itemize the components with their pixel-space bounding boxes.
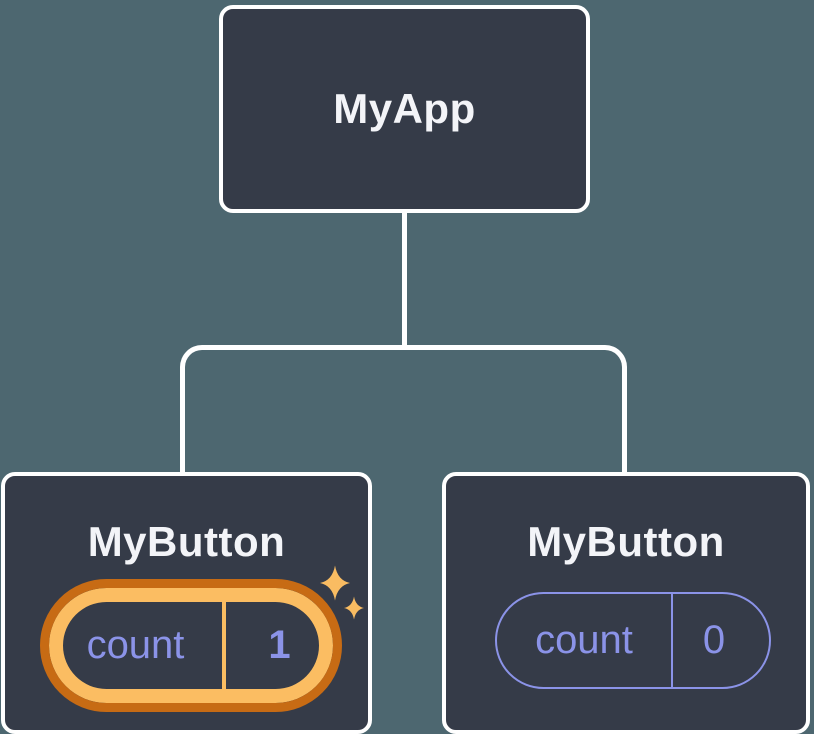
child-node-plain: MyButton count 0: [442, 472, 810, 734]
root-node: MyApp: [219, 5, 590, 213]
pill-divider: [222, 602, 226, 689]
state-value-label: 1: [268, 623, 291, 667]
state-name-cell: count: [49, 602, 222, 689]
child-node-label: MyButton: [87, 518, 286, 565]
connector-bracket: [180, 345, 627, 472]
state-pill-plain: count 0: [495, 592, 771, 689]
child-node-label: MyButton: [527, 518, 725, 565]
state-pill-highlighted: count 1: [40, 579, 342, 712]
pill-divider: [671, 594, 673, 687]
state-value-cell: 0: [673, 594, 769, 687]
state-value-label: 0: [702, 618, 726, 662]
child-node-highlighted: MyButton count 1: [1, 472, 372, 734]
connector-stem: [402, 211, 407, 347]
state-name-cell: count: [497, 594, 671, 687]
sparkles-icon: [320, 565, 364, 620]
state-name-label: count: [86, 623, 185, 667]
root-node-label: MyApp: [333, 85, 476, 132]
state-name-label: count: [535, 618, 633, 662]
state-value-cell: 1: [226, 602, 333, 689]
